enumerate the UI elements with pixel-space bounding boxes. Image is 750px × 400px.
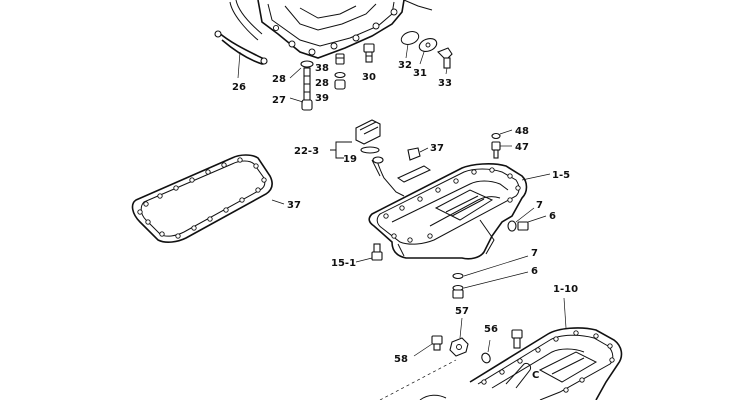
part-26-bracket: 26	[214, 30, 268, 93]
pan-stud	[511, 329, 523, 349]
callout-48: 48	[515, 126, 529, 137]
callout-57: 57	[455, 306, 469, 317]
callout-32: 32	[398, 60, 412, 71]
callout-26: 26	[232, 82, 246, 93]
part-9-gasket: 37	[131, 154, 301, 243]
part-47-48-stud: 48 47	[491, 126, 529, 159]
part-1-5-oil-pan: 1-5	[368, 163, 570, 260]
callout-6-lower: 6	[531, 266, 538, 277]
part-30-plug: 30	[362, 43, 376, 83]
callout-9: 37	[287, 200, 301, 211]
part-27-bolt: 28 27	[272, 60, 314, 111]
callout-1-5: 1-5	[552, 170, 570, 181]
part-58-bolt: 58	[394, 335, 443, 365]
callout-47: 47	[515, 142, 529, 153]
part-57-clip: 57	[449, 306, 469, 357]
alignment-leaders	[379, 359, 457, 400]
callout-31: 31	[413, 68, 427, 79]
callout-39: 39	[315, 93, 329, 104]
part-37-bracket: 37	[396, 143, 444, 183]
callout-C: C	[532, 370, 539, 381]
part-15-1-plug: 15-1	[331, 243, 383, 269]
part-31-33-cover: 32 31 33	[398, 31, 453, 89]
part-22-3-filler-cap: 22-3 19	[294, 119, 405, 197]
part-38-39-fittings: 38 28 39	[315, 53, 346, 104]
callout-1-10: 1-10	[553, 284, 578, 295]
callout-38: 38	[315, 63, 329, 74]
callout-15-1: 15-1	[331, 258, 356, 269]
callout-33: 33	[438, 78, 452, 89]
callout-19: 19	[343, 154, 357, 165]
callout-56: 56	[484, 324, 498, 335]
callout-6-upper: 6	[549, 211, 556, 222]
upper-oil-pan-assembly	[229, 0, 433, 59]
part-56-washer: 56	[481, 324, 498, 364]
callout-37: 37	[430, 143, 444, 154]
part-1-10-oil-pan: 1-10 C	[469, 284, 623, 400]
part-6-7-drain-plug-lower: 7 6	[452, 248, 538, 299]
callout-30: 30	[362, 72, 376, 83]
callout-58: 58	[394, 354, 408, 365]
callout-28-left: 28	[272, 74, 286, 85]
callout-7-lower: 7	[531, 248, 538, 259]
callout-28-right: 28	[315, 78, 329, 89]
callout-27: 27	[272, 95, 286, 106]
part-6-7-drain-plug-upper: 7 6	[507, 200, 556, 232]
callout-22-3: 22-3	[294, 146, 319, 157]
callout-7-upper: 7	[536, 200, 543, 211]
